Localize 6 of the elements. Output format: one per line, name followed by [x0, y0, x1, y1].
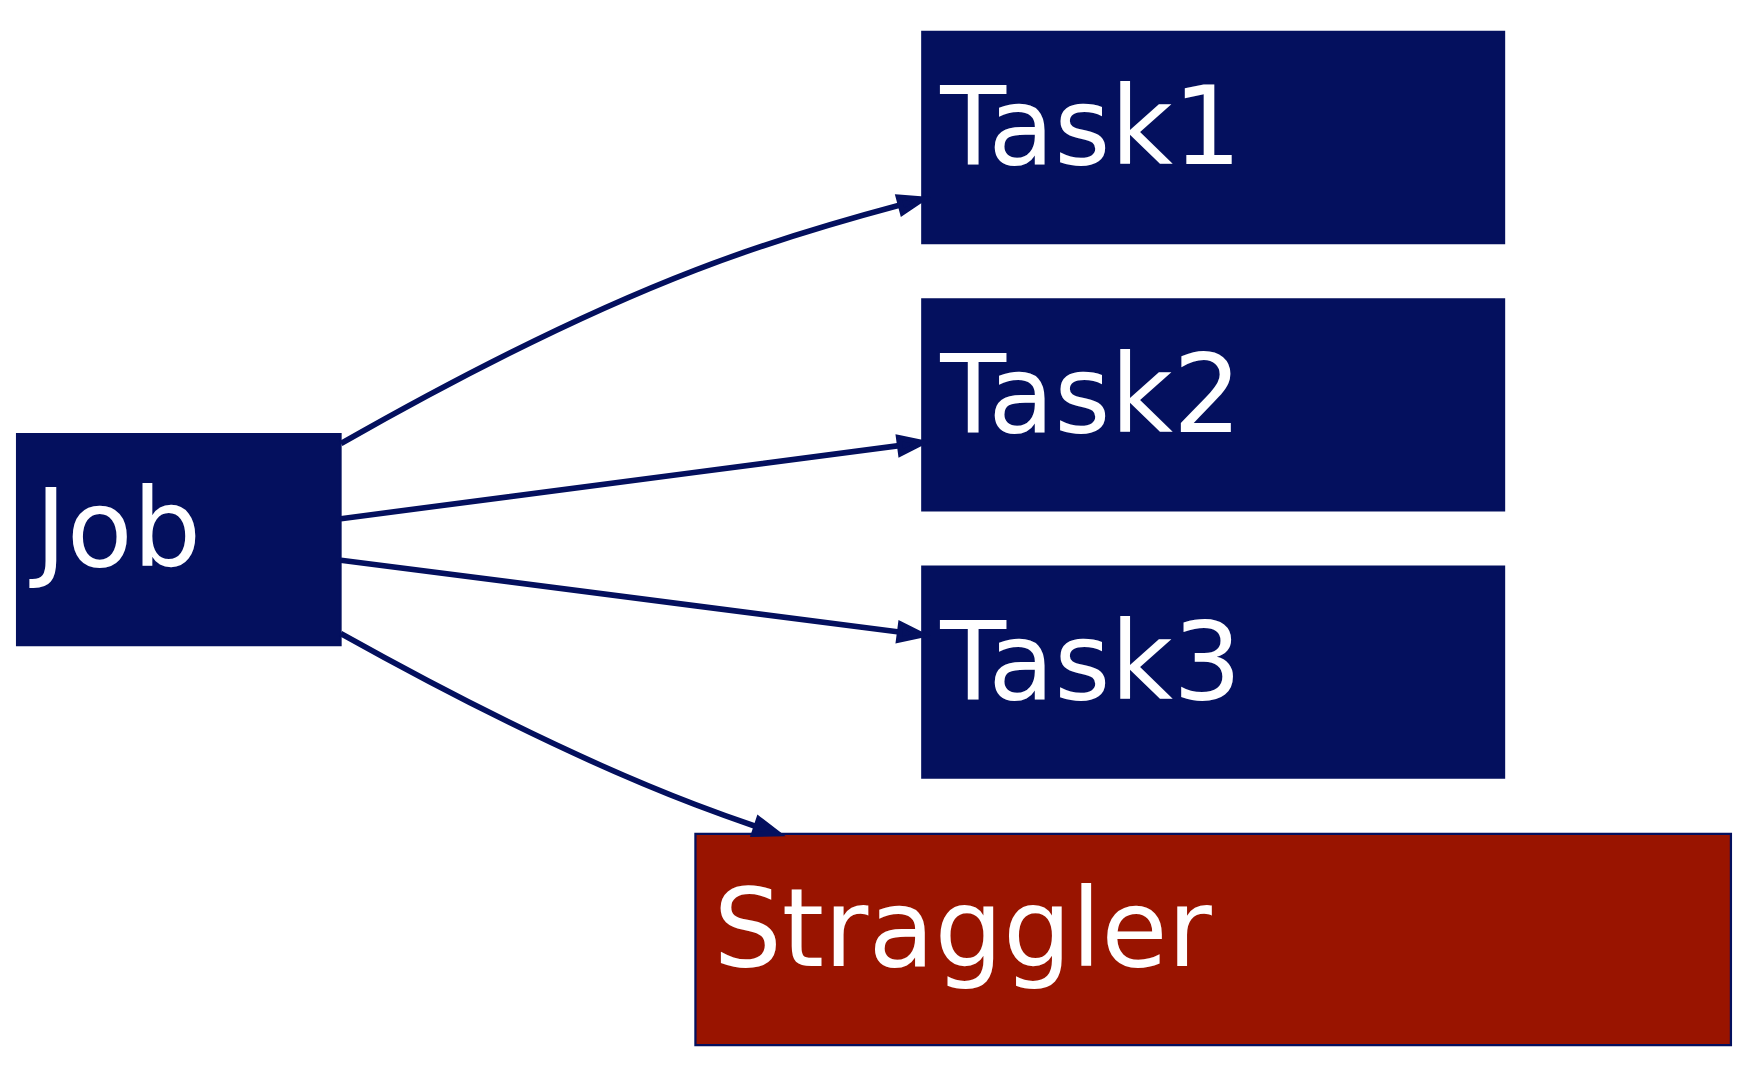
node-box: Straggler	[694, 832, 1733, 1046]
node-box: Job	[15, 432, 342, 646]
node-box: Task3	[921, 564, 1506, 779]
arrow	[339, 630, 786, 837]
node-box: Task1	[921, 30, 1506, 244]
node-box: Task2	[921, 297, 1506, 512]
